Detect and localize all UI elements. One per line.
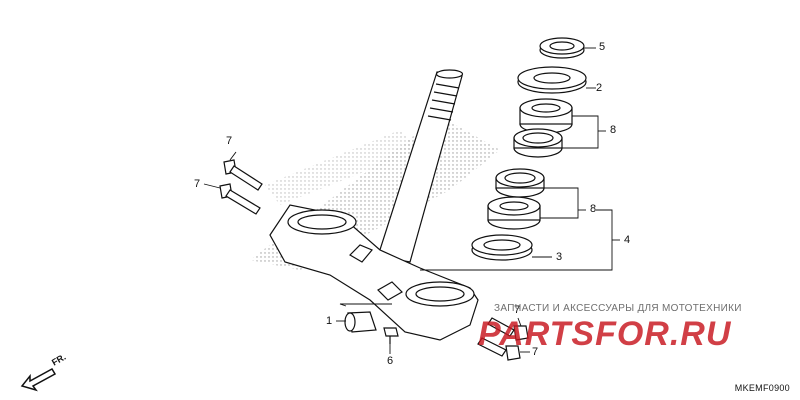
part-8-upper-bearing	[513, 98, 573, 158]
leader-lines	[203, 47, 620, 354]
callout-3: 3	[556, 251, 563, 263]
part-2-washer	[517, 66, 587, 94]
steering-stem-shaft	[377, 69, 464, 263]
callout-1: 1	[326, 315, 333, 327]
front-direction-arrow	[20, 367, 57, 392]
part-8-lower-bearing	[487, 168, 545, 230]
watermark-tagline: ЗАПЧАСТИ И АКСЕССУАРЫ ДЛЯ МОТОТЕХНИКИ	[494, 303, 742, 314]
callout-7-lower-a: 7	[514, 304, 521, 316]
part-7-bolt-middle	[219, 183, 261, 215]
lower-triple-clamp	[269, 204, 479, 341]
callout-5: 5	[599, 41, 606, 53]
diagram-code: MKEMF0900	[734, 383, 790, 393]
callout-7-upper: 7	[226, 135, 233, 147]
part-7-bolt-upper	[223, 159, 263, 191]
part-7-bolt-lower-a	[487, 317, 529, 341]
callout-2: 2	[596, 82, 603, 94]
callout-6: 6	[387, 355, 394, 367]
part-6-bolt	[383, 327, 399, 344]
callout-8-upper: 8	[610, 124, 617, 136]
part-5-locknut	[539, 37, 585, 59]
part-1-clamp-block	[344, 311, 377, 333]
part-7-bolt-lower-b	[477, 337, 521, 361]
part-3-dust-seal	[471, 234, 533, 261]
callout-7-middle: 7	[194, 178, 201, 190]
watermark-brand: PARTSFOR.RU	[478, 315, 732, 353]
callout-4: 4	[624, 234, 631, 246]
callout-8-lower: 8	[590, 203, 597, 215]
callout-7-lower-b: 7	[532, 346, 539, 358]
